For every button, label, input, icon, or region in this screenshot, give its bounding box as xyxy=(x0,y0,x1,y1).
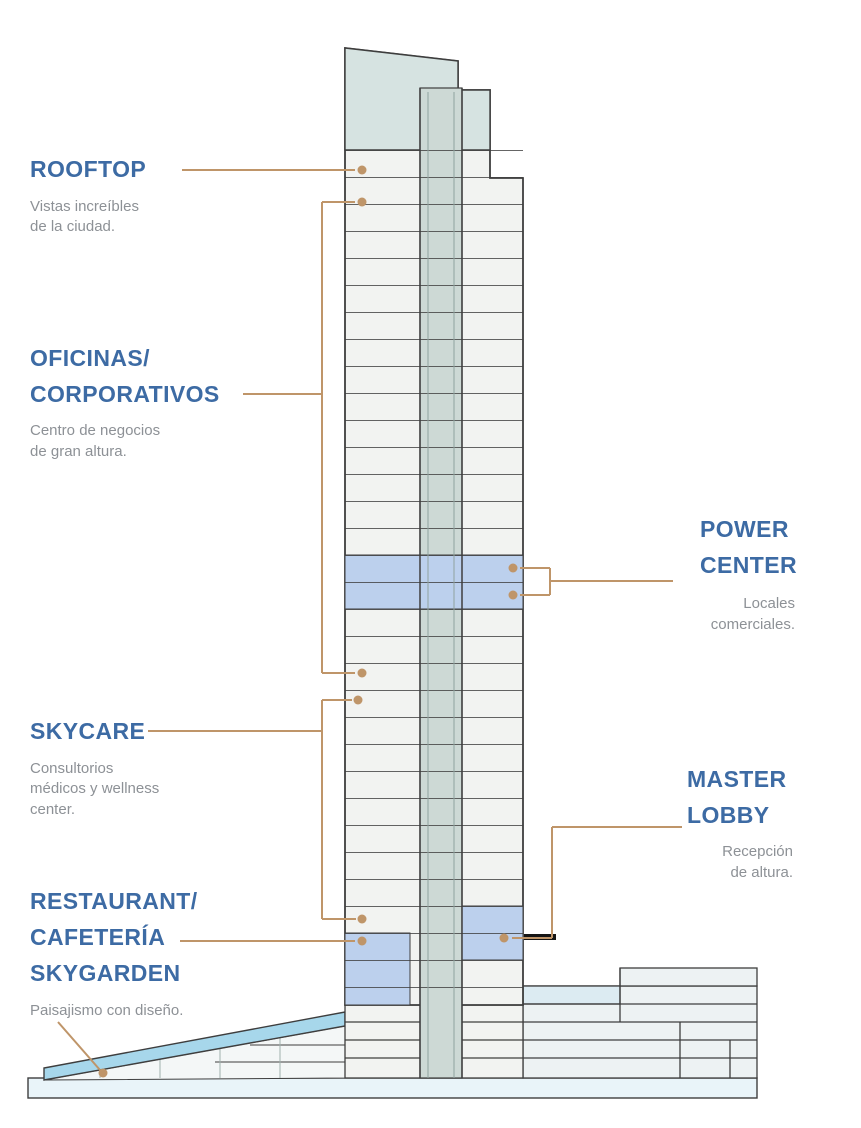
restaurant-dot xyxy=(357,936,367,946)
power-center-title: POWER CENTER xyxy=(700,516,797,578)
power-center-bottom-dot xyxy=(508,590,518,600)
master-lobby-desc-block: Recepción de altura. xyxy=(640,842,793,883)
master-lobby-dot xyxy=(499,933,509,943)
oficinas-label: OFICINAS/ CORPORATIVOS Centro de negocio… xyxy=(30,341,220,463)
skygarden-dot xyxy=(98,1068,108,1078)
master-lobby-title: MASTER LOBBY xyxy=(687,766,787,828)
skygarden-title: SKYGARDEN xyxy=(30,960,181,986)
master-lobby-leader xyxy=(512,826,682,939)
rooftop-title: ROOFTOP xyxy=(30,156,147,182)
leader-lines xyxy=(57,169,682,1071)
skygarden-leader xyxy=(57,1021,101,1071)
restaurant-label: RESTAURANT/ CAFETERÍA xyxy=(30,884,198,955)
skycare-top-dot xyxy=(353,695,363,705)
power-center-desc-block: Locales comerciales. xyxy=(640,594,795,635)
right-podium xyxy=(522,967,758,1079)
oficinas-top-dot xyxy=(357,197,367,207)
oficinas-leader xyxy=(243,201,355,674)
leader-dots xyxy=(98,165,518,1078)
oficinas-desc: Centro de negocios de gran altura. xyxy=(30,422,161,460)
master-lobby-label: MASTER LOBBY xyxy=(687,762,787,833)
power-center-desc: Locales comerciales. xyxy=(710,595,795,633)
power-center-top-dot xyxy=(508,563,518,573)
ground-base xyxy=(27,1077,758,1099)
rooftop-dot xyxy=(357,165,367,175)
power-center-leader xyxy=(520,567,673,596)
rooftop-label: ROOFTOP Vistas increíbles de la ciudad. xyxy=(30,152,146,238)
skycare-bottom-dot xyxy=(357,914,367,924)
floor-lines xyxy=(345,150,523,1005)
rooftop-desc: Vistas increíbles de la ciudad. xyxy=(30,197,139,236)
skycare-desc: Consultorios médicos y wellness center. xyxy=(30,759,160,819)
skycare-title: SKYCARE xyxy=(30,718,146,744)
rooftop-cap xyxy=(344,47,491,151)
skycare-leader xyxy=(148,699,356,920)
core-edges xyxy=(419,88,463,1078)
skygarden-label: SKYGARDEN Paisajismo con diseño. xyxy=(30,956,183,1021)
master-lobby-desc: Recepción de altura. xyxy=(722,843,793,881)
oficinas-bottom-dot xyxy=(357,668,367,678)
oficinas-title: OFICINAS/ CORPORATIVOS xyxy=(30,345,220,407)
skygarden-desc: Paisajismo con diseño. xyxy=(30,1001,184,1019)
restaurant-title: RESTAURANT/ CAFETERÍA xyxy=(30,888,198,950)
skycare-label: SKYCARE Consultorios médicos y wellness … xyxy=(30,714,159,821)
power-center-label: POWER CENTER xyxy=(700,512,797,583)
